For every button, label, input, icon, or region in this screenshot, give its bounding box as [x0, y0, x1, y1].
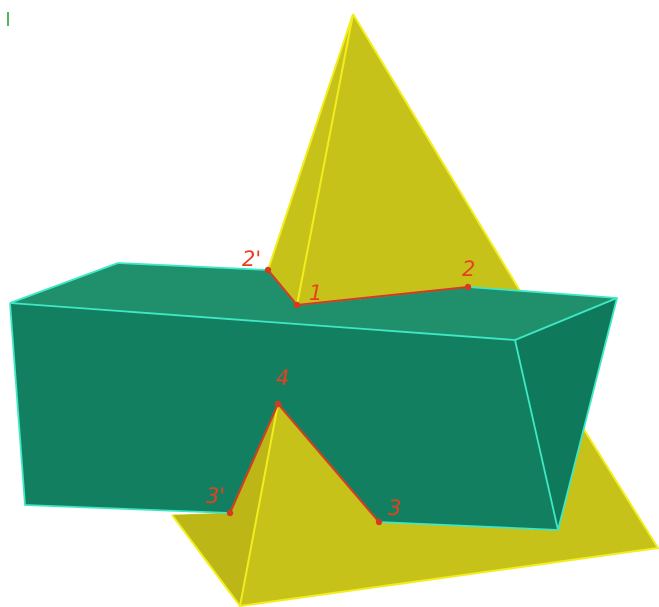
point-2-marker [464, 283, 472, 291]
prism-front-face [10, 303, 558, 530]
point-3-marker [375, 518, 383, 526]
point-3-prime-marker [226, 509, 234, 517]
point-2-label: 2 [462, 257, 475, 281]
points: 1 2 2' 3 3' 4 [206, 247, 475, 526]
point-2-prime-marker [264, 266, 272, 274]
pyramid-edge-right [352, 13, 521, 292]
corner-marker [7, 12, 9, 26]
prism-vertical-edge [514, 339, 559, 531]
point-4-marker [274, 400, 282, 408]
prism-side-face [515, 298, 617, 530]
point-1-marker [293, 301, 301, 309]
pyramid-base-edges [171, 419, 659, 607]
prism-top-face [10, 263, 617, 340]
prism-outline [9, 262, 618, 531]
point-4-label: 4 [276, 366, 289, 390]
point-3-prime-label: 3' [206, 484, 225, 508]
point-1-label: 1 [309, 281, 322, 305]
prism [9, 262, 618, 531]
point-2-prime-label: 2' [242, 247, 261, 271]
point-3-label: 3 [388, 496, 401, 520]
pyramid [171, 13, 659, 607]
pyramid-edge-front [239, 403, 279, 607]
pyramid-right-face [296, 13, 521, 306]
